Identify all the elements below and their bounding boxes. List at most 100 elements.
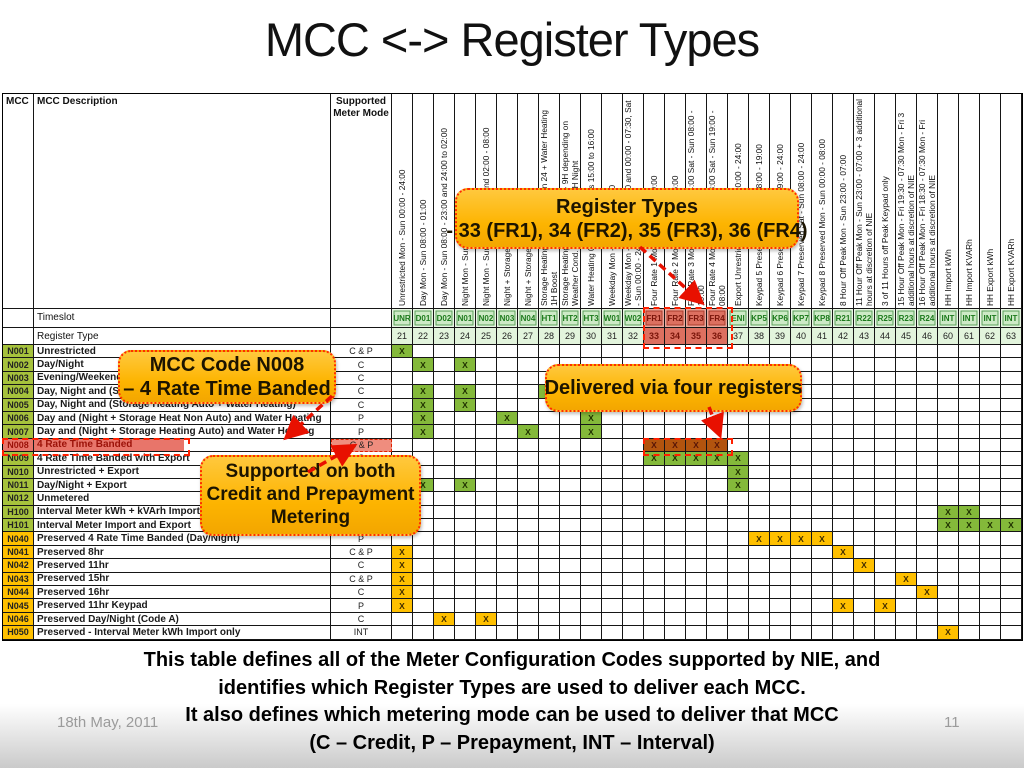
empty-matrix-cell [1001,371,1022,386]
empty-matrix-cell [896,545,917,560]
empty-matrix-cell [539,505,560,520]
empty-matrix-cell [938,452,959,466]
empty-matrix-cell [980,545,1001,560]
empty-matrix-cell [434,371,455,386]
register-number-cell: 27 [518,328,539,345]
empty-matrix-cell [938,478,959,493]
empty-matrix-cell [686,532,707,546]
mcc-description-text: Preserved 16hr [37,586,110,598]
register-number-cell: 34 [665,328,686,345]
meter-mode-cell: C [331,612,392,627]
empty-matrix-cell [707,519,728,533]
empty-matrix-cell [938,385,959,399]
empty-matrix-cell [854,452,875,466]
timeslot-column-header: 11 Hour Off Peak Mon - Sun 23:00 - 07:00… [854,94,875,309]
register-number-cell: 40 [791,328,812,345]
empty-matrix-cell [875,398,896,412]
empty-matrix-cell [917,358,938,372]
empty-matrix-cell [728,626,749,640]
summary-line: It also defines which metering mode can … [185,704,839,726]
empty-matrix-cell [917,612,938,627]
timeslot-code-cell: N02 [476,309,497,328]
empty-matrix-cell [833,586,854,600]
empty-matrix-cell [896,385,917,399]
empty-matrix-cell [665,626,686,640]
mcc-code-cell: N011 [3,478,34,493]
register-mark-cell: X [455,478,476,493]
empty-matrix-cell [854,438,875,453]
timeslot-code-cell: R23 [896,309,917,328]
empty-matrix-cell [791,438,812,453]
empty-matrix-cell [686,478,707,493]
empty-matrix-cell [938,572,959,587]
empty-matrix-cell [392,385,413,399]
empty-matrix-cell [518,586,539,600]
register-mark-cell: X [749,532,770,546]
empty-matrix-cell [644,492,665,506]
empty-matrix-cell [749,519,770,533]
empty-matrix-cell [980,559,1001,573]
empty-matrix-cell [623,612,644,627]
empty-matrix-cell [770,425,791,439]
register-mark-cell: X [434,612,455,627]
empty-matrix-cell [1001,612,1022,627]
register-number-cell: 31 [602,328,623,345]
empty-matrix-cell [959,465,980,479]
mcc-description-cell: Preserved Day/Night (Code A) [34,612,331,627]
empty-matrix-cell [434,438,455,453]
register-number-cell: 26 [497,328,518,345]
empty-matrix-cell [623,586,644,600]
empty-matrix-cell [665,612,686,627]
empty-matrix-cell [497,438,518,453]
empty-matrix-cell [749,599,770,613]
empty-matrix-cell [938,358,959,372]
register-mark-cell: X [812,532,833,546]
empty-matrix-cell [791,465,812,479]
empty-matrix-cell [644,425,665,439]
mcc-description-text: Unmetered [37,492,90,504]
empty-matrix-cell [833,478,854,493]
register-mark-cell: X [980,519,1001,533]
empty-matrix-cell [497,398,518,412]
register-types-callout: Register Types - 33 (FR1), 34 (FR2), 35 … [446,188,808,249]
empty-matrix-cell [896,586,917,600]
empty-matrix-cell [476,345,497,359]
empty-matrix-cell [959,478,980,493]
empty-matrix-cell [1001,572,1022,587]
rotated-header-text: Unrestricted Mon - Sun 00:00 - 24:00 [396,169,407,306]
register-mark-cell: X [581,425,602,439]
register-mark-cell: X [644,438,665,453]
empty-matrix-cell [581,465,602,479]
empty-matrix-cell [623,478,644,493]
empty-matrix-cell [770,545,791,560]
empty-matrix-cell [917,478,938,493]
empty-matrix-cell [875,586,896,600]
register-mark-cell: X [896,572,917,587]
slide-summary-text: This table defines all of the Meter Conf… [0,647,1024,757]
empty-matrix-cell [644,411,665,426]
empty-matrix-cell [707,559,728,573]
empty-matrix-cell [854,385,875,399]
empty-matrix-cell [833,438,854,453]
mcc-code-cell: N041 [3,545,34,560]
empty-matrix-cell [539,626,560,640]
empty-matrix-cell [812,612,833,627]
empty-matrix-cell [854,612,875,627]
empty-matrix-cell [1001,411,1022,426]
mcc-description-text: Day and (Night + Storage Heating Auto) a… [37,426,315,438]
footer-date: 18th May, 2011 [57,714,159,731]
empty-matrix-cell [665,559,686,573]
empty-matrix-cell [959,345,980,359]
timeslot-code-cell: N03 [497,309,518,328]
empty-matrix-cell [455,371,476,386]
mcc-description-text: Unrestricted + Export [37,466,139,478]
empty-matrix-cell [917,385,938,399]
timeslot-column-header: Unrestricted Mon - Sun 00:00 - 24:00 [392,94,413,309]
register-number-cell: 63 [1001,328,1022,345]
empty-matrix-cell [455,411,476,426]
empty-matrix-cell [896,532,917,546]
empty-matrix-cell [476,452,497,466]
empty-matrix-cell [959,425,980,439]
mcc-code-cell: N001 [3,345,34,359]
